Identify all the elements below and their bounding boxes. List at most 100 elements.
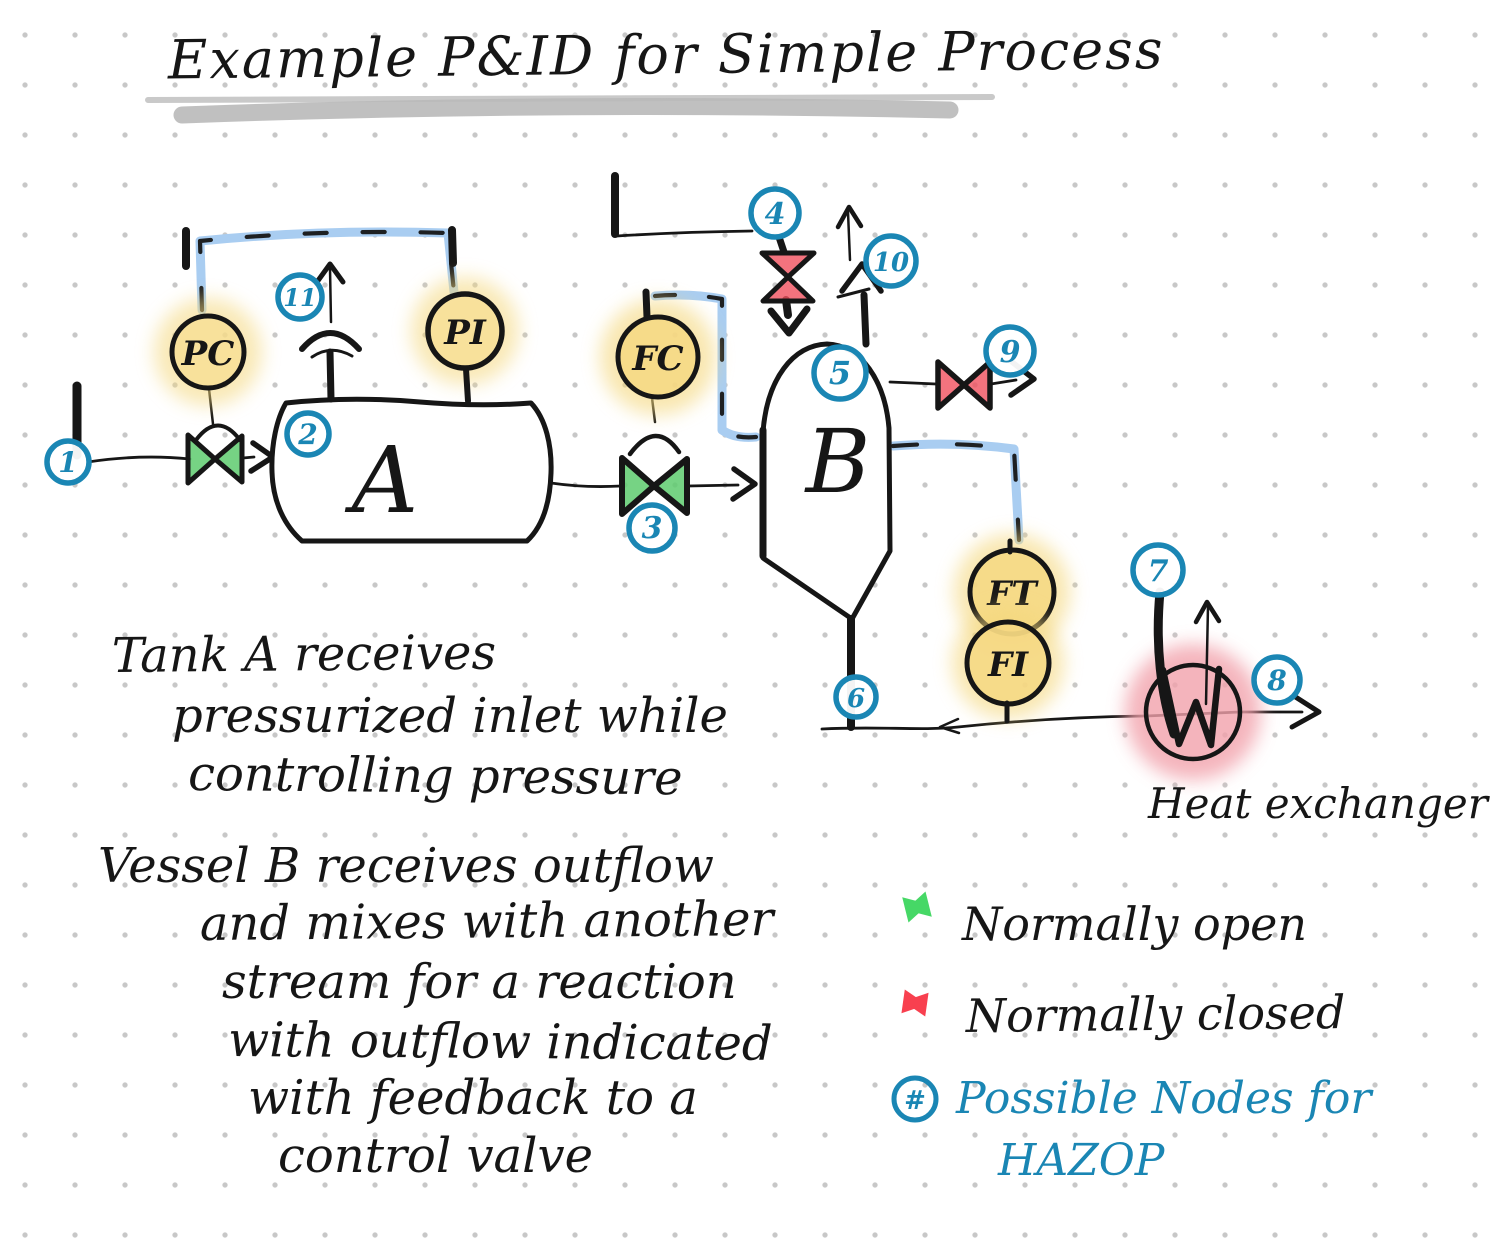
node-number: 8	[1266, 664, 1286, 697]
instrument-fi: FI	[952, 607, 1064, 724]
vessel-b-note: Vessel B receives outflow and mixes with…	[98, 838, 777, 1184]
instrument-fc: FC	[600, 288, 716, 415]
hazop-node-2: 2	[284, 410, 332, 458]
bottom-outlet-line	[820, 710, 1304, 731]
legend-label: Normally closed	[965, 985, 1346, 1043]
instrument-bubble	[169, 313, 247, 391]
note-line: Tank A receives	[112, 625, 497, 684]
signal-tick	[448, 226, 457, 267]
node-number: 2	[297, 418, 317, 451]
hazop-node-3: 3	[626, 502, 678, 554]
signal-line-pc-pi	[182, 226, 459, 315]
node-circle	[1130, 542, 1186, 598]
signal-dashes	[652, 292, 759, 440]
legend-label: Normally open	[961, 897, 1307, 951]
node-circle	[1251, 654, 1303, 706]
valve-triangle	[651, 456, 690, 516]
hazop-node-11: 11	[275, 272, 325, 322]
signal-dashes	[197, 229, 457, 313]
instrument-pc: PC	[154, 298, 262, 406]
instrument-label: PC	[181, 334, 235, 374]
valve-3-control-normally-open	[619, 396, 690, 517]
note-line: Vessel B receives outflow	[98, 838, 714, 894]
valve-triangle	[935, 359, 967, 411]
note-line: pressurized inlet while	[172, 688, 728, 744]
signal-highlight	[888, 439, 1024, 545]
legend-valve-triangle	[905, 891, 932, 917]
relief-valve-seat	[310, 348, 354, 359]
instrument-label: PI	[443, 313, 487, 353]
tank-a-label: A	[344, 427, 418, 534]
legend-label: HAZOP	[997, 1135, 1166, 1186]
node-number: 1	[58, 446, 77, 479]
valve-triangle	[212, 433, 245, 485]
node-circle	[44, 438, 92, 486]
hazop-node-6: 6	[833, 674, 879, 720]
legend-normally-closed: Normally closed	[901, 985, 1346, 1043]
vessel-b: B	[759, 204, 893, 731]
relief-valve-seat	[836, 287, 871, 299]
actuator-dome	[194, 423, 242, 442]
relief-valve-chevron	[299, 330, 362, 352]
note-line: with outflow indicated	[228, 1012, 773, 1072]
vessel-b-outlet-line	[888, 380, 938, 386]
instrument-stem	[463, 366, 471, 404]
legend-valve-triangle	[903, 992, 929, 1017]
note-line: with feedback to a	[248, 1070, 698, 1126]
node-circle	[983, 324, 1037, 378]
instrument-label: FC	[631, 339, 683, 379]
node-number: 10	[873, 248, 909, 278]
hazop-node-5: 5	[811, 344, 869, 402]
node-number: 3	[642, 511, 663, 546]
valve1-outlet-line	[241, 455, 256, 460]
hazop-node-icon	[891, 1075, 939, 1123]
hazop-node-10: 10	[863, 233, 919, 289]
stream4-drop-line	[775, 233, 788, 256]
hazop-node-9: 9	[983, 324, 1037, 378]
flow-tick	[938, 717, 961, 735]
instrument-bubble	[615, 314, 701, 400]
instrument-label: FI	[987, 645, 1029, 685]
instrument-pi: PI	[411, 277, 519, 404]
valve-triangle	[760, 274, 816, 304]
node-circle	[626, 502, 678, 554]
node-number: 5	[829, 354, 851, 392]
node-circle	[811, 344, 869, 402]
tank-a-note: Tank A receives pressurized inlet while …	[112, 625, 728, 807]
signal-line-fc-valve	[650, 290, 761, 442]
hazop-node-7: 7	[1130, 542, 1186, 598]
valve-9-normally-closed	[935, 359, 993, 411]
vent-arrow-shaft	[846, 210, 852, 262]
node-number: 6	[847, 684, 865, 714]
note-line: stream for a reaction	[222, 954, 737, 1010]
coolant-inlet-line	[1153, 587, 1179, 739]
valve-triangle	[185, 432, 218, 486]
vessel-b-vent-stub	[860, 291, 870, 348]
stream4-line	[615, 229, 754, 238]
valve9-outlet-line	[989, 378, 1018, 386]
signal-dashes	[890, 441, 1022, 543]
heat-exchanger-label: Heat exchanger	[1147, 779, 1490, 828]
node-number: 9	[1000, 335, 1021, 370]
node-number: 11	[283, 283, 316, 312]
node-circle	[833, 674, 879, 720]
signal-line-ft-feedback	[888, 439, 1024, 545]
hazop-node-8: 8	[1251, 654, 1303, 706]
node-circle	[275, 272, 325, 322]
valve-1-normally-open	[185, 387, 245, 486]
arrowhead-stream-8	[1289, 693, 1322, 730]
node-circle	[284, 410, 332, 458]
vessel-b-body	[760, 341, 893, 622]
legend: Normally open Normally closed # Possible…	[891, 891, 1374, 1186]
page-title: Example P&ID for Simple Process	[167, 18, 1165, 91]
arrowhead-down-into-b	[767, 305, 811, 337]
valve-triangle	[759, 250, 817, 280]
vent-arrow-shaft	[328, 266, 333, 324]
title-block: Example P&ID for Simple Process	[145, 18, 1165, 124]
node-number: 4	[765, 197, 786, 232]
hazop-node-4: 4	[748, 186, 802, 240]
arrowhead-into-vessel-b	[730, 466, 758, 502]
hazop-node-1: 1	[44, 438, 92, 486]
legend-label: Possible Nodes for	[955, 1073, 1374, 1124]
